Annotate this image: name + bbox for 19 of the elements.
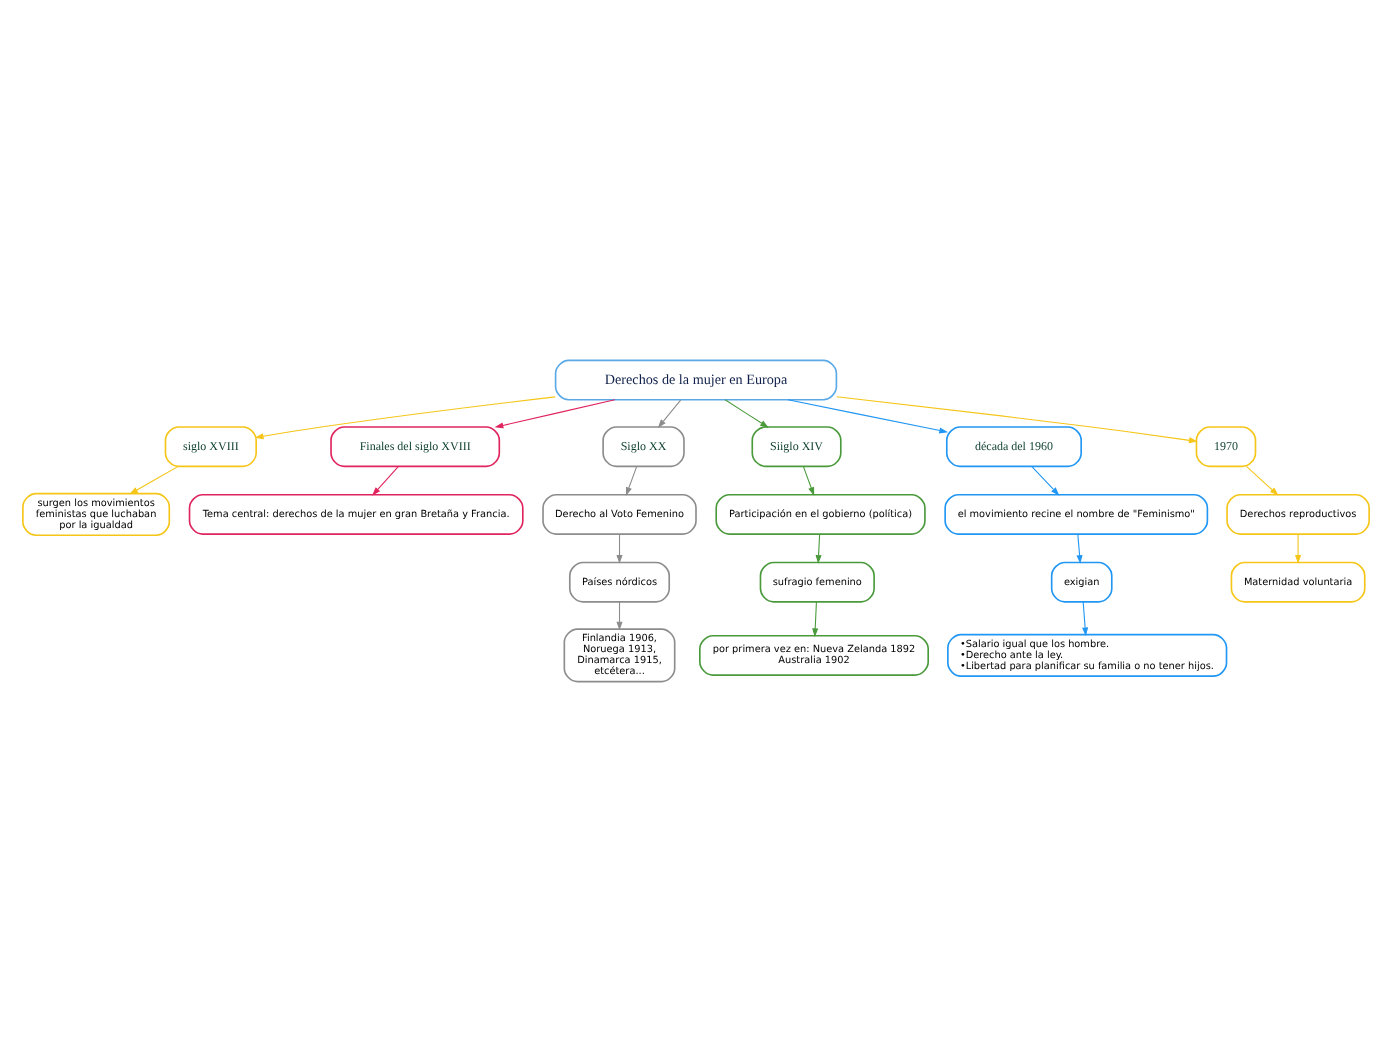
arrow — [836, 395, 1198, 443]
arrow — [494, 398, 616, 428]
arrow — [724, 398, 769, 427]
arrow — [616, 532, 623, 563]
arrow — [1245, 464, 1279, 495]
arrow — [1031, 464, 1060, 495]
arrow — [129, 464, 179, 494]
arrow — [657, 398, 682, 428]
arrow — [815, 532, 822, 563]
arrow — [616, 600, 623, 630]
arrow — [812, 600, 819, 637]
arrow — [372, 464, 399, 495]
arrow — [787, 398, 949, 433]
arrow — [1076, 532, 1083, 563]
arrow — [625, 464, 638, 496]
arrow — [1295, 532, 1302, 563]
arrow — [1082, 600, 1089, 636]
arrow — [254, 395, 556, 439]
arrow — [802, 464, 815, 496]
